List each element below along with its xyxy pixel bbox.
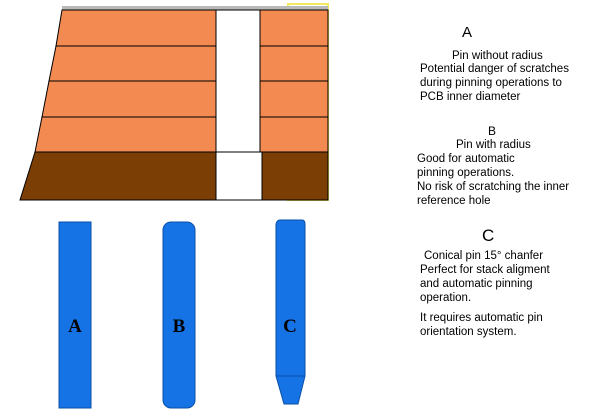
description-c-line-6: orientation system. <box>420 326 517 338</box>
description-c-line-5: It requires automatic pin <box>420 312 543 324</box>
pcb-layer-3-right <box>259 80 329 118</box>
description-b-line-3: pinning operations. <box>417 167 515 179</box>
description-c-line-2: Perfect for stack aligment <box>420 264 550 276</box>
pcb-base-plate <box>19 151 217 201</box>
description-b-line-1: Pin with radius <box>456 139 531 151</box>
pcb-layer-3 <box>41 80 217 118</box>
description-a-line-4: PCB inner diameter <box>420 91 521 103</box>
reference-hole <box>215 9 263 201</box>
pcb-layer-1-right <box>259 9 329 47</box>
description-a-line-1: Pin without radius <box>452 50 543 62</box>
pcb-stack-right <box>259 9 329 201</box>
description-b-line-2: Good for automatic <box>417 153 515 165</box>
pin-c-label: C <box>283 316 297 337</box>
description-a-heading: A <box>462 24 473 41</box>
description-c-line-3: and automatic pinning <box>420 278 533 290</box>
description-a-line-3: during pinning operations to <box>420 77 562 89</box>
pcb-base-plate-right <box>261 151 329 201</box>
pin-b: B <box>162 221 196 409</box>
pin-b-label: B <box>173 316 186 337</box>
description-b-heading: B <box>488 124 497 138</box>
pcb-layer-4-right <box>259 116 329 153</box>
pcb-layer-4 <box>34 116 217 153</box>
pcb-layer-2 <box>48 45 217 82</box>
stack-top-edge <box>62 6 328 10</box>
description-c-line-4: operation. <box>420 292 472 304</box>
pin-a: A <box>58 221 92 409</box>
description-b-line-5: reference hole <box>417 195 491 207</box>
pin-a-label: A <box>68 316 82 337</box>
description-b-line-4: No risk of scratching the inner <box>417 181 570 193</box>
pcb-layer-1 <box>55 9 217 47</box>
pin-c: C <box>275 219 306 405</box>
description-c-line-1: Conical pin 15° chanfer <box>424 250 544 262</box>
description-a-line-2: Potential danger of scratches <box>420 63 569 75</box>
pcb-layer-2-right <box>259 45 329 82</box>
description-c-heading: C <box>482 226 495 245</box>
pcb-stack-left <box>19 9 217 201</box>
